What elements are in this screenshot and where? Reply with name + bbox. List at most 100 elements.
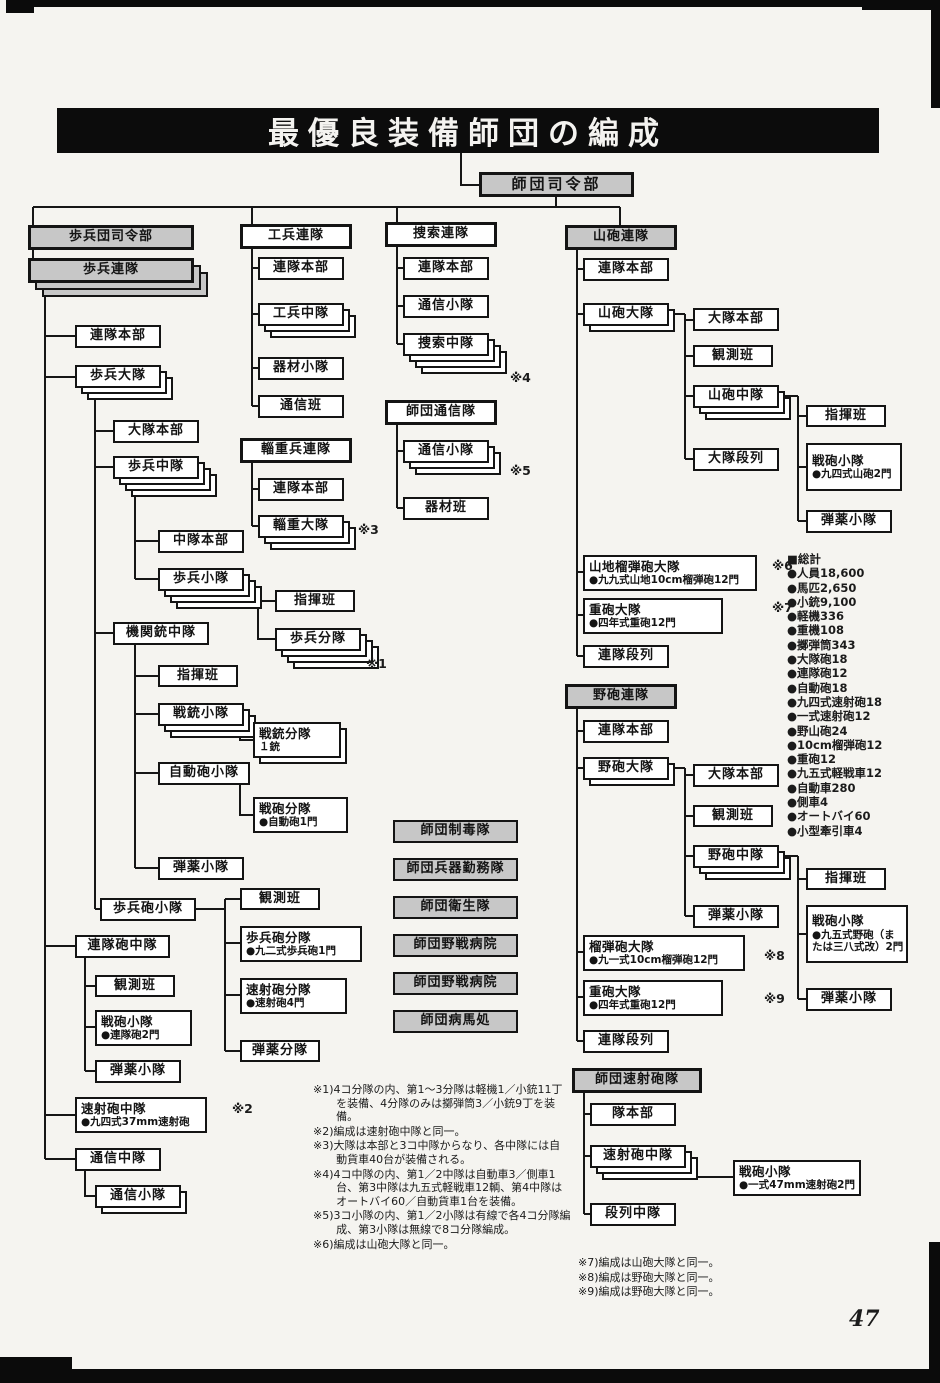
node-battalion-hq-field: 大隊本部	[693, 764, 779, 787]
node-infantry-regiment: 歩兵連隊	[28, 258, 194, 283]
footnotes-right: ※7)編成は山砲大隊と同一。 ※8)編成は野砲大隊と同一。 ※9)編成は野砲大隊…	[578, 1256, 778, 1300]
node-infantry-group-hq: 歩兵団司令部	[28, 225, 194, 250]
totals-item: ●一式速射砲12	[787, 709, 871, 724]
node-obs-squad-field: 観測班	[693, 805, 773, 827]
node-label: 速射砲中隊	[81, 1100, 147, 1116]
node-detail: ●九五式野砲（または三八式改）2門	[812, 928, 904, 954]
totals-item: ●重砲12	[787, 752, 837, 767]
totals-item: ●オートバイ60	[787, 809, 871, 824]
node-mountain-company: 山砲中隊	[693, 385, 779, 408]
node-regiment-hq-infantry: 連隊本部	[75, 325, 161, 348]
node-infantry-company: 歩兵中隊	[113, 456, 199, 479]
footnote: ※8)編成は野砲大隊と同一。	[578, 1270, 720, 1284]
node-transport-battalion: 輜重大隊	[258, 515, 344, 538]
totals-item: ●小型牽引車4	[787, 823, 863, 838]
page-number: 47	[849, 1306, 880, 1332]
totals-item: ●大隊砲18	[787, 652, 848, 667]
node-detail: ●自動砲1門	[259, 815, 318, 828]
node-mtn-gun-platoon: 戦砲小隊 ●九四式山砲2門	[806, 443, 902, 491]
node-at-gun-platoon: 戦砲小隊 ●一式47mm速射砲2門	[733, 1160, 861, 1196]
node-battalion-train: 大隊段列	[693, 448, 779, 471]
node-detail: ●九四式山砲2門	[812, 467, 892, 480]
footnote: ※7)編成は山砲大隊と同一。	[578, 1256, 720, 1269]
node-bn-gun-squad: 歩兵砲分隊 ●九二式歩兵砲1門	[240, 926, 362, 962]
node-div-at-unit: 師団速射砲隊	[572, 1068, 702, 1093]
node-infantry-battalion: 歩兵大隊	[75, 365, 161, 388]
node-infantry-platoon: 歩兵小隊	[158, 568, 244, 591]
node-div-field-hospital-1: 師団野戦病院	[393, 934, 518, 957]
node-detail: ●九二式歩兵砲1門	[246, 944, 336, 957]
totals-item: ●連隊砲12	[787, 666, 848, 681]
node-gun-platoon: 戦銃小隊	[158, 703, 244, 726]
node-ammo-platoon-mtn: 弾薬小隊	[806, 510, 892, 533]
scan-edge-right-upper	[931, 0, 940, 108]
node-detail: ●九九式山地10cm榴弾砲12門	[589, 573, 740, 586]
node-div-ordnance-unit: 師団兵器勤務隊	[393, 858, 518, 881]
node-div-horse-depot: 師団病馬処	[393, 1010, 518, 1033]
totals-list: ■総計 ●人員18,600 ●馬匹2,650 ●小銃9,100 ●軽機336 ●…	[787, 552, 937, 838]
node-at-company-div: 速射砲中隊	[590, 1145, 686, 1168]
node-field-battalion: 野砲大隊	[583, 757, 669, 780]
totals-item: ●10cm榴弾砲12	[787, 737, 883, 752]
node-detail: ●四年式重砲12門	[589, 998, 676, 1011]
node-regiment-hq-field: 連隊本部	[583, 720, 669, 743]
node-gun-squad: 戦銃分隊 １銃	[253, 722, 341, 758]
node-bn-gun-platoon: 歩兵砲小隊	[100, 898, 196, 921]
totals-item: ●側車4	[787, 795, 829, 810]
footnote: ※9)編成は野砲大隊と同一。	[578, 1285, 720, 1299]
node-obs-squad-bngun: 観測班	[240, 888, 320, 910]
node-regt-gun-company: 連隊砲中隊	[75, 935, 170, 958]
node-signal-platoon-infantry: 通信小隊	[95, 1185, 181, 1208]
node-command-squad-platoon: 指揮班	[275, 590, 355, 612]
node-mountain-battalion: 山砲大隊	[583, 303, 669, 326]
node-label: 戦砲小隊	[812, 913, 865, 929]
node-detail: １銃	[259, 740, 280, 753]
node-label: 速射砲分隊	[246, 981, 312, 997]
node-unit-hq: 隊本部	[590, 1103, 676, 1126]
node-recon-company: 捜索中隊	[403, 333, 489, 356]
node-detail: ●四年式重砲12門	[589, 616, 676, 629]
node-equipment-squad: 器材班	[403, 497, 489, 520]
ref-mark-6: ※6	[772, 558, 793, 573]
totals-item: ●九五式軽戦車12	[787, 766, 883, 781]
node-ammo-platoon-mg: 弾薬小隊	[158, 857, 244, 880]
footnotes-left: ※1)4コ分隊の内、第1〜3分隊は軽機1／小銃11丁を装備、4分隊のみは擲弾筒3…	[313, 1083, 571, 1252]
node-regiment-hq-recon: 連隊本部	[403, 257, 489, 280]
scan-edge-top	[6, 0, 936, 7]
node-company-hq: 中隊本部	[158, 530, 244, 553]
footnote: ※5)3コ小隊の内、第1／2小隊は有線で各4コ分隊編成、第3小隊は無線で8コ分隊…	[313, 1209, 571, 1236]
node-label: 戦砲分隊	[259, 800, 312, 816]
ref-mark-4: ※4	[510, 370, 531, 385]
footnote: ※1)4コ分隊の内、第1〜3分隊は軽機1／小銃11丁を装備、4分隊のみは擲弾筒3…	[313, 1083, 563, 1124]
footnote: ※3)大隊は本部と3コ中隊からなり、各中隊には自動貨車40台が装備される。	[313, 1139, 561, 1166]
totals-item: ●自動砲18	[787, 680, 848, 695]
totals-item: ●自動車280	[787, 780, 856, 795]
node-infantry-squad: 歩兵分隊	[275, 628, 361, 651]
totals-item: ●九四式速射砲18	[787, 694, 883, 709]
ref-mark-8: ※8	[764, 948, 785, 963]
node-mountain-regiment: 山砲連隊	[565, 225, 677, 250]
ref-mark-7: ※7	[772, 600, 793, 615]
node-regiment-hq-engineer: 連隊本部	[258, 257, 344, 280]
node-mg-company: 機関銃中隊	[113, 622, 209, 645]
node-recon-regiment: 捜索連隊	[385, 222, 497, 247]
node-div-signal-unit: 師団通信隊	[385, 400, 497, 425]
totals-item: ●野山砲24	[787, 723, 848, 738]
node-autocannon-squad: 戦砲分隊 ●自動砲1門	[253, 797, 348, 833]
totals-item: ●擲弾筒343	[787, 637, 856, 652]
totals-item: ●小銃9,100	[787, 594, 857, 609]
node-label: 歩兵砲分隊	[246, 929, 312, 945]
scan-edge-top-left	[6, 0, 34, 13]
node-detail: ●九四式37mm速射砲	[81, 1115, 190, 1128]
totals-title: ■総計	[787, 552, 821, 566]
totals-item: ●馬匹2,650	[787, 580, 857, 595]
node-heavy-gun-bn-mtn: 重砲大隊 ●四年式重砲12門	[583, 598, 723, 634]
node-label: 重砲大隊	[589, 983, 642, 999]
node-detail: ●連隊砲2門	[101, 1028, 160, 1041]
node-div-decon-unit: 師団制毒隊	[393, 820, 518, 843]
ref-mark-3: ※3	[358, 522, 379, 537]
node-obs-squad-regtgun: 観測班	[95, 975, 175, 997]
node-ammo-squad: 弾薬分隊	[240, 1040, 320, 1062]
